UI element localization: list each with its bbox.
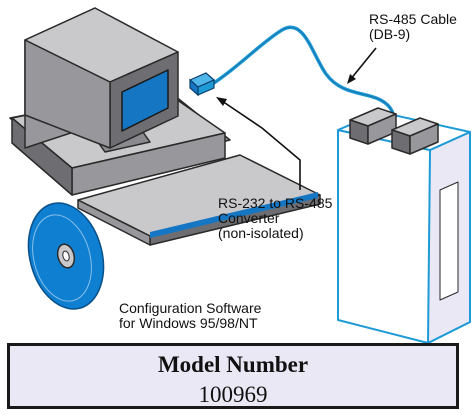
cable-arrowhead [347,74,356,84]
cable-label: RS-485 Cable (DB-9) [369,11,457,42]
diagram-art [9,7,471,344]
module-icon [337,107,471,344]
converter-arrowhead [216,97,227,106]
converter-label: RS-232 to RS-485 Converter (non-isolated… [218,195,333,241]
computer-icon [9,7,321,246]
software-label: Configuration Software for Windows 95/98… [119,300,262,331]
converter-icon [188,72,216,97]
cd-disk-icon [27,202,105,310]
converter-arrow [221,100,301,190]
rs485-cable [207,25,396,126]
model-number-value: 100969 [198,382,268,407]
model-number-title: Model Number [157,352,309,377]
model-number-box: Model Number 100969 [7,343,459,409]
cable-arrow [349,47,377,81]
